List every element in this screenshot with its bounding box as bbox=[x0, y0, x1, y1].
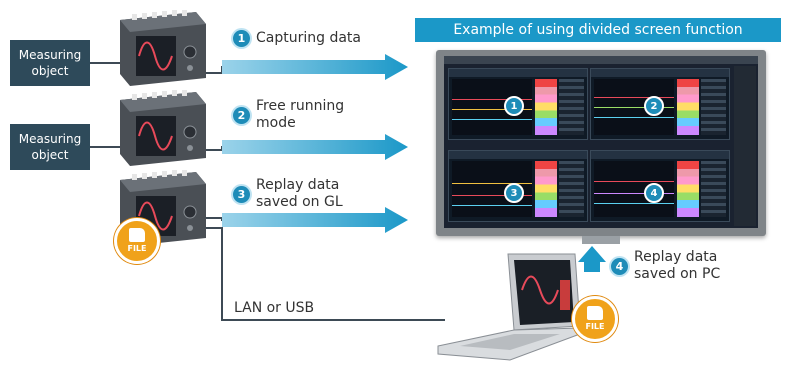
quadrant-badge-4: 4 bbox=[644, 183, 664, 203]
step-2: 2 Free running mode bbox=[233, 98, 344, 132]
divided-screen bbox=[444, 56, 758, 228]
screen-toolbar bbox=[444, 56, 758, 64]
step-2-number: 2 bbox=[233, 107, 250, 124]
arrow-3 bbox=[205, 207, 408, 233]
arrow-1 bbox=[205, 54, 408, 80]
file-icon bbox=[129, 228, 145, 242]
measuring-object-1: Measuring object bbox=[10, 40, 90, 86]
step-3-label: Replay data saved on GL bbox=[256, 177, 343, 210]
quadrant-2 bbox=[590, 68, 730, 140]
gl-device-2 bbox=[120, 90, 206, 166]
step-1-number: 1 bbox=[233, 30, 250, 47]
step-4-number: 4 bbox=[611, 258, 628, 275]
measuring-object-label: Measuring object bbox=[18, 132, 82, 162]
quadrant-badge-2: 2 bbox=[644, 96, 664, 116]
step-2-label: Free running mode bbox=[256, 98, 345, 131]
quadrant-badge-3: 3 bbox=[504, 183, 524, 203]
step-1-label: Capturing data bbox=[256, 30, 361, 46]
measuring-object-label: Measuring object bbox=[18, 48, 82, 78]
file-icon bbox=[587, 306, 603, 320]
arrow-4 bbox=[578, 246, 606, 272]
step-4-label: Replay data saved on PC bbox=[634, 249, 721, 282]
step-4: 4 Replay data saved on PC bbox=[611, 249, 720, 283]
step-3-number: 3 bbox=[233, 186, 250, 203]
screen-title: Example of using divided screen function bbox=[415, 18, 781, 42]
measuring-object-2: Measuring object bbox=[10, 124, 90, 170]
connection-label: LAN or USB bbox=[234, 300, 315, 316]
gl-device-1 bbox=[120, 10, 206, 86]
lan-usb-line bbox=[205, 227, 445, 321]
monitor-stand bbox=[582, 236, 620, 244]
file-badge-pc: FILE bbox=[572, 296, 618, 342]
screen-side-panel bbox=[734, 66, 756, 226]
file-badge-label: FILE bbox=[127, 244, 147, 253]
quadrant-1 bbox=[448, 68, 588, 140]
quadrant-badge-1: 1 bbox=[504, 96, 524, 116]
file-badge-gl: FILE bbox=[114, 218, 160, 264]
file-badge-label: FILE bbox=[585, 322, 605, 331]
arrow-2 bbox=[205, 134, 408, 160]
monitor bbox=[436, 50, 766, 236]
step-3: 3 Replay data saved on GL bbox=[233, 177, 343, 211]
step-1: 1 Capturing data bbox=[233, 30, 361, 47]
screen-title-text: Example of using divided screen function bbox=[453, 22, 743, 38]
laptop bbox=[437, 253, 581, 361]
